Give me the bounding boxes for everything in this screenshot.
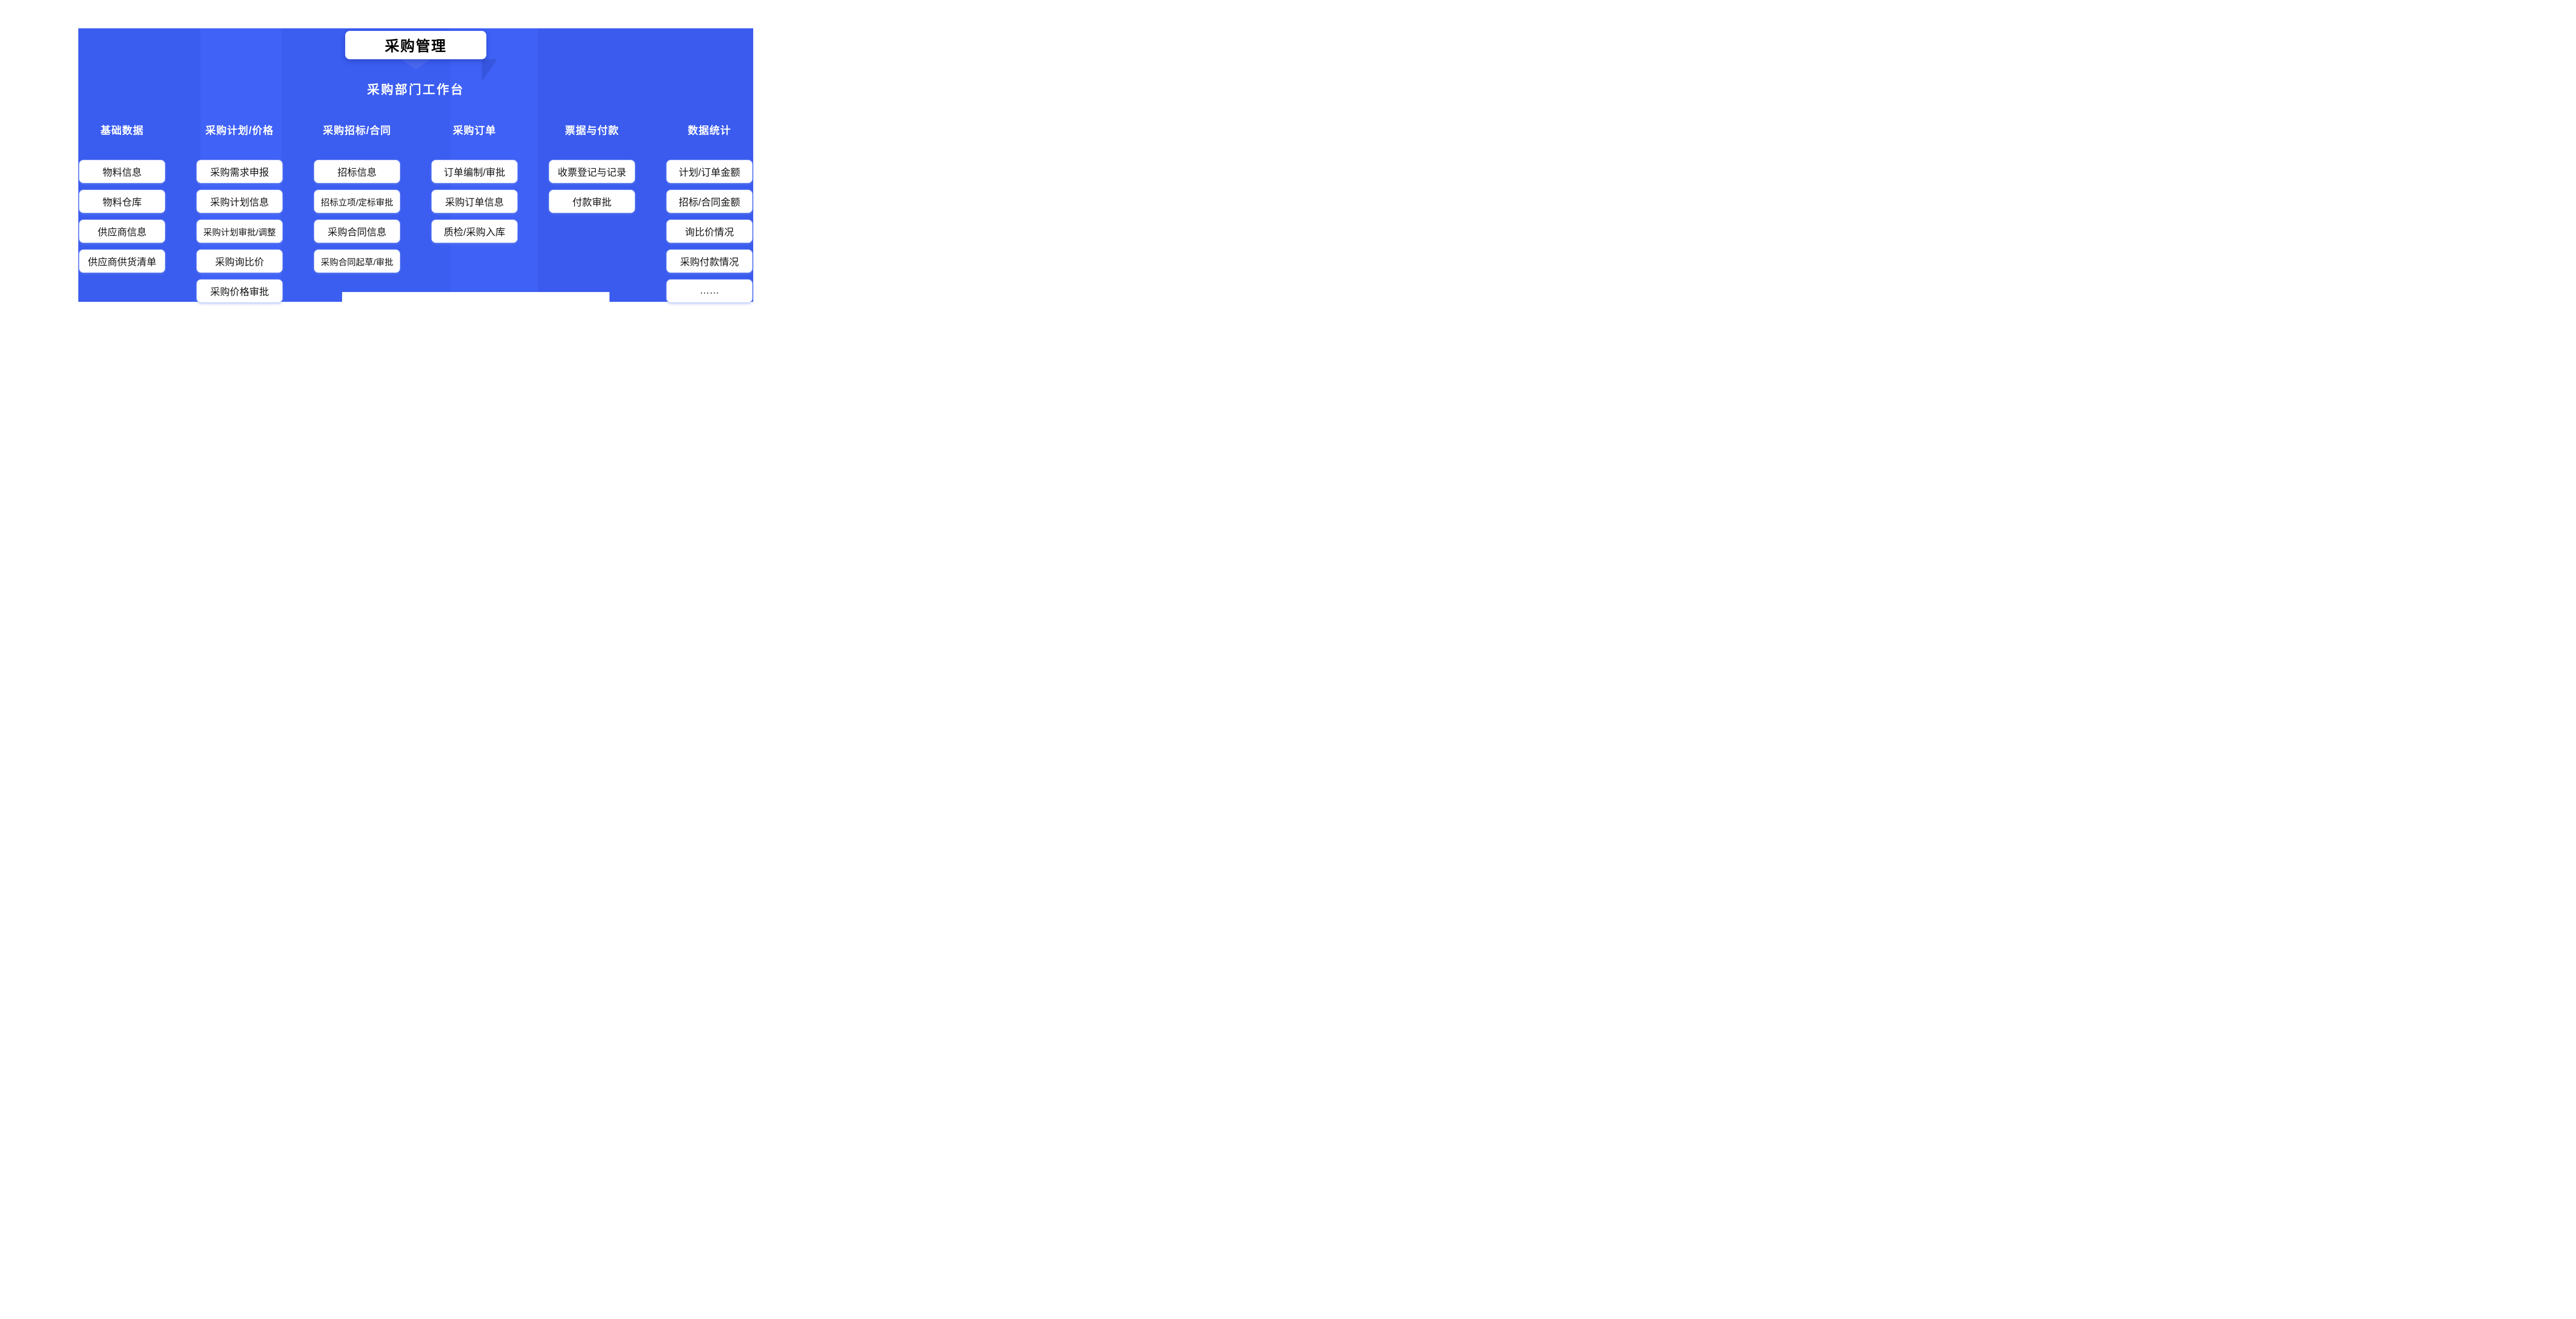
column-header: 数据统计 [688,125,731,136]
item-box: 采购合同信息 [314,220,400,243]
column-header: 基础数据 [100,125,144,136]
item-box: 采购询比价 [197,250,282,272]
column-1: 基础数据物料信息物料仓库供应商信息供应商供货清单 [79,124,165,280]
title-pointer-decoration [401,59,431,70]
item-box: 订单编制/审批 [432,160,517,183]
column-6: 数据统计计划/订单金额招标/合同金额询比价情况采购付款情况 …… [667,124,752,310]
item-label: 付款审批 [572,197,612,208]
item-box: 采购计划审批/调整 [197,220,282,243]
item-box: 计划/订单金额 [667,160,752,183]
item-label: 收票登记与记录 [557,167,626,178]
item-box: 质检/采购入库 [432,220,517,243]
item-box: 采购需求申报 [197,160,282,183]
item-box: 招标立项/定标审批 [314,190,400,213]
item-box: 物料仓库 [79,190,165,213]
item-label: 采购价格审批 [210,286,269,298]
item-label: …… [700,285,719,296]
item-label: 供应商信息 [97,227,147,238]
column-header: 采购计划/价格 [205,125,274,136]
item-label: 物料仓库 [102,197,142,208]
item-label: 招标/合同金额 [679,197,740,208]
item-box: 采购价格审批 [197,280,282,302]
subtitle: 采购部门工作台 [367,83,465,97]
item-label: 计划/订单金额 [679,167,740,178]
item-box: 收票登记与记录 [549,160,635,183]
item-label: 采购询比价 [215,256,264,268]
item-box: 供应商信息 [79,220,165,243]
item-label: 采购订单信息 [445,197,504,208]
item-box: 采购合同起草/审批 [314,250,400,272]
column-2: 采购计划/价格采购需求申报采购计划信息采购计划审批/调整采购询比价采购价格审批 [197,124,282,310]
item-box: 询比价情况 [667,220,752,243]
column-3: 采购招标/合同招标信息招标立项/定标审批采购合同信息采购合同起草/审批 [314,124,400,280]
blue-panel: 采购管理 采购部门工作台 基础数据物料信息物料仓库供应商信息供应商供货清单采购计… [78,28,753,302]
item-box: 物料信息 [79,160,165,183]
item-label: 采购计划审批/调整 [203,227,276,237]
item-label: 质检/采购入库 [444,227,505,238]
bottom-white-notch [342,292,609,302]
item-box: 付款审批 [549,190,635,213]
item-label: 采购计划信息 [210,197,269,208]
item-box: 采购订单信息 [432,190,517,213]
item-box: 招标/合同金额 [667,190,752,213]
page-title: 采购管理 [384,38,447,54]
item-box: 招标信息 [314,160,400,183]
item-label: 采购合同起草/审批 [320,257,394,267]
procurement-management-diagram: 采购管理 采购部门工作台 基础数据物料信息物料仓库供应商信息供应商供货清单采购计… [0,0,832,330]
item-label: 采购合同信息 [327,227,386,238]
item-label: 招标立项/定标审批 [320,197,394,208]
item-label: 招标信息 [337,167,377,178]
column-header: 采购订单 [453,125,496,136]
item-box: 供应商供货清单 [79,250,165,272]
item-label: 询比价情况 [685,227,734,238]
column-5: 票据与付款收票登记与记录付款审批 [549,124,635,220]
item-box: 采购计划信息 [197,190,282,213]
item-box: …… [667,280,752,302]
title-box: 采购管理 [345,31,486,59]
column-header: 采购招标/合同 [323,125,392,136]
item-label: 采购需求申报 [210,167,269,178]
item-label: 物料信息 [102,167,142,178]
column-4: 采购订单订单编制/审批采购订单信息质检/采购入库 [432,124,517,250]
column-header: 票据与付款 [565,125,619,136]
item-label: 订单编制/审批 [444,167,505,178]
item-label: 采购付款情况 [680,256,739,268]
item-label: 供应商供货清单 [88,256,157,268]
item-box: 采购付款情况 [667,250,752,272]
title-box-fold-decoration [482,59,497,82]
